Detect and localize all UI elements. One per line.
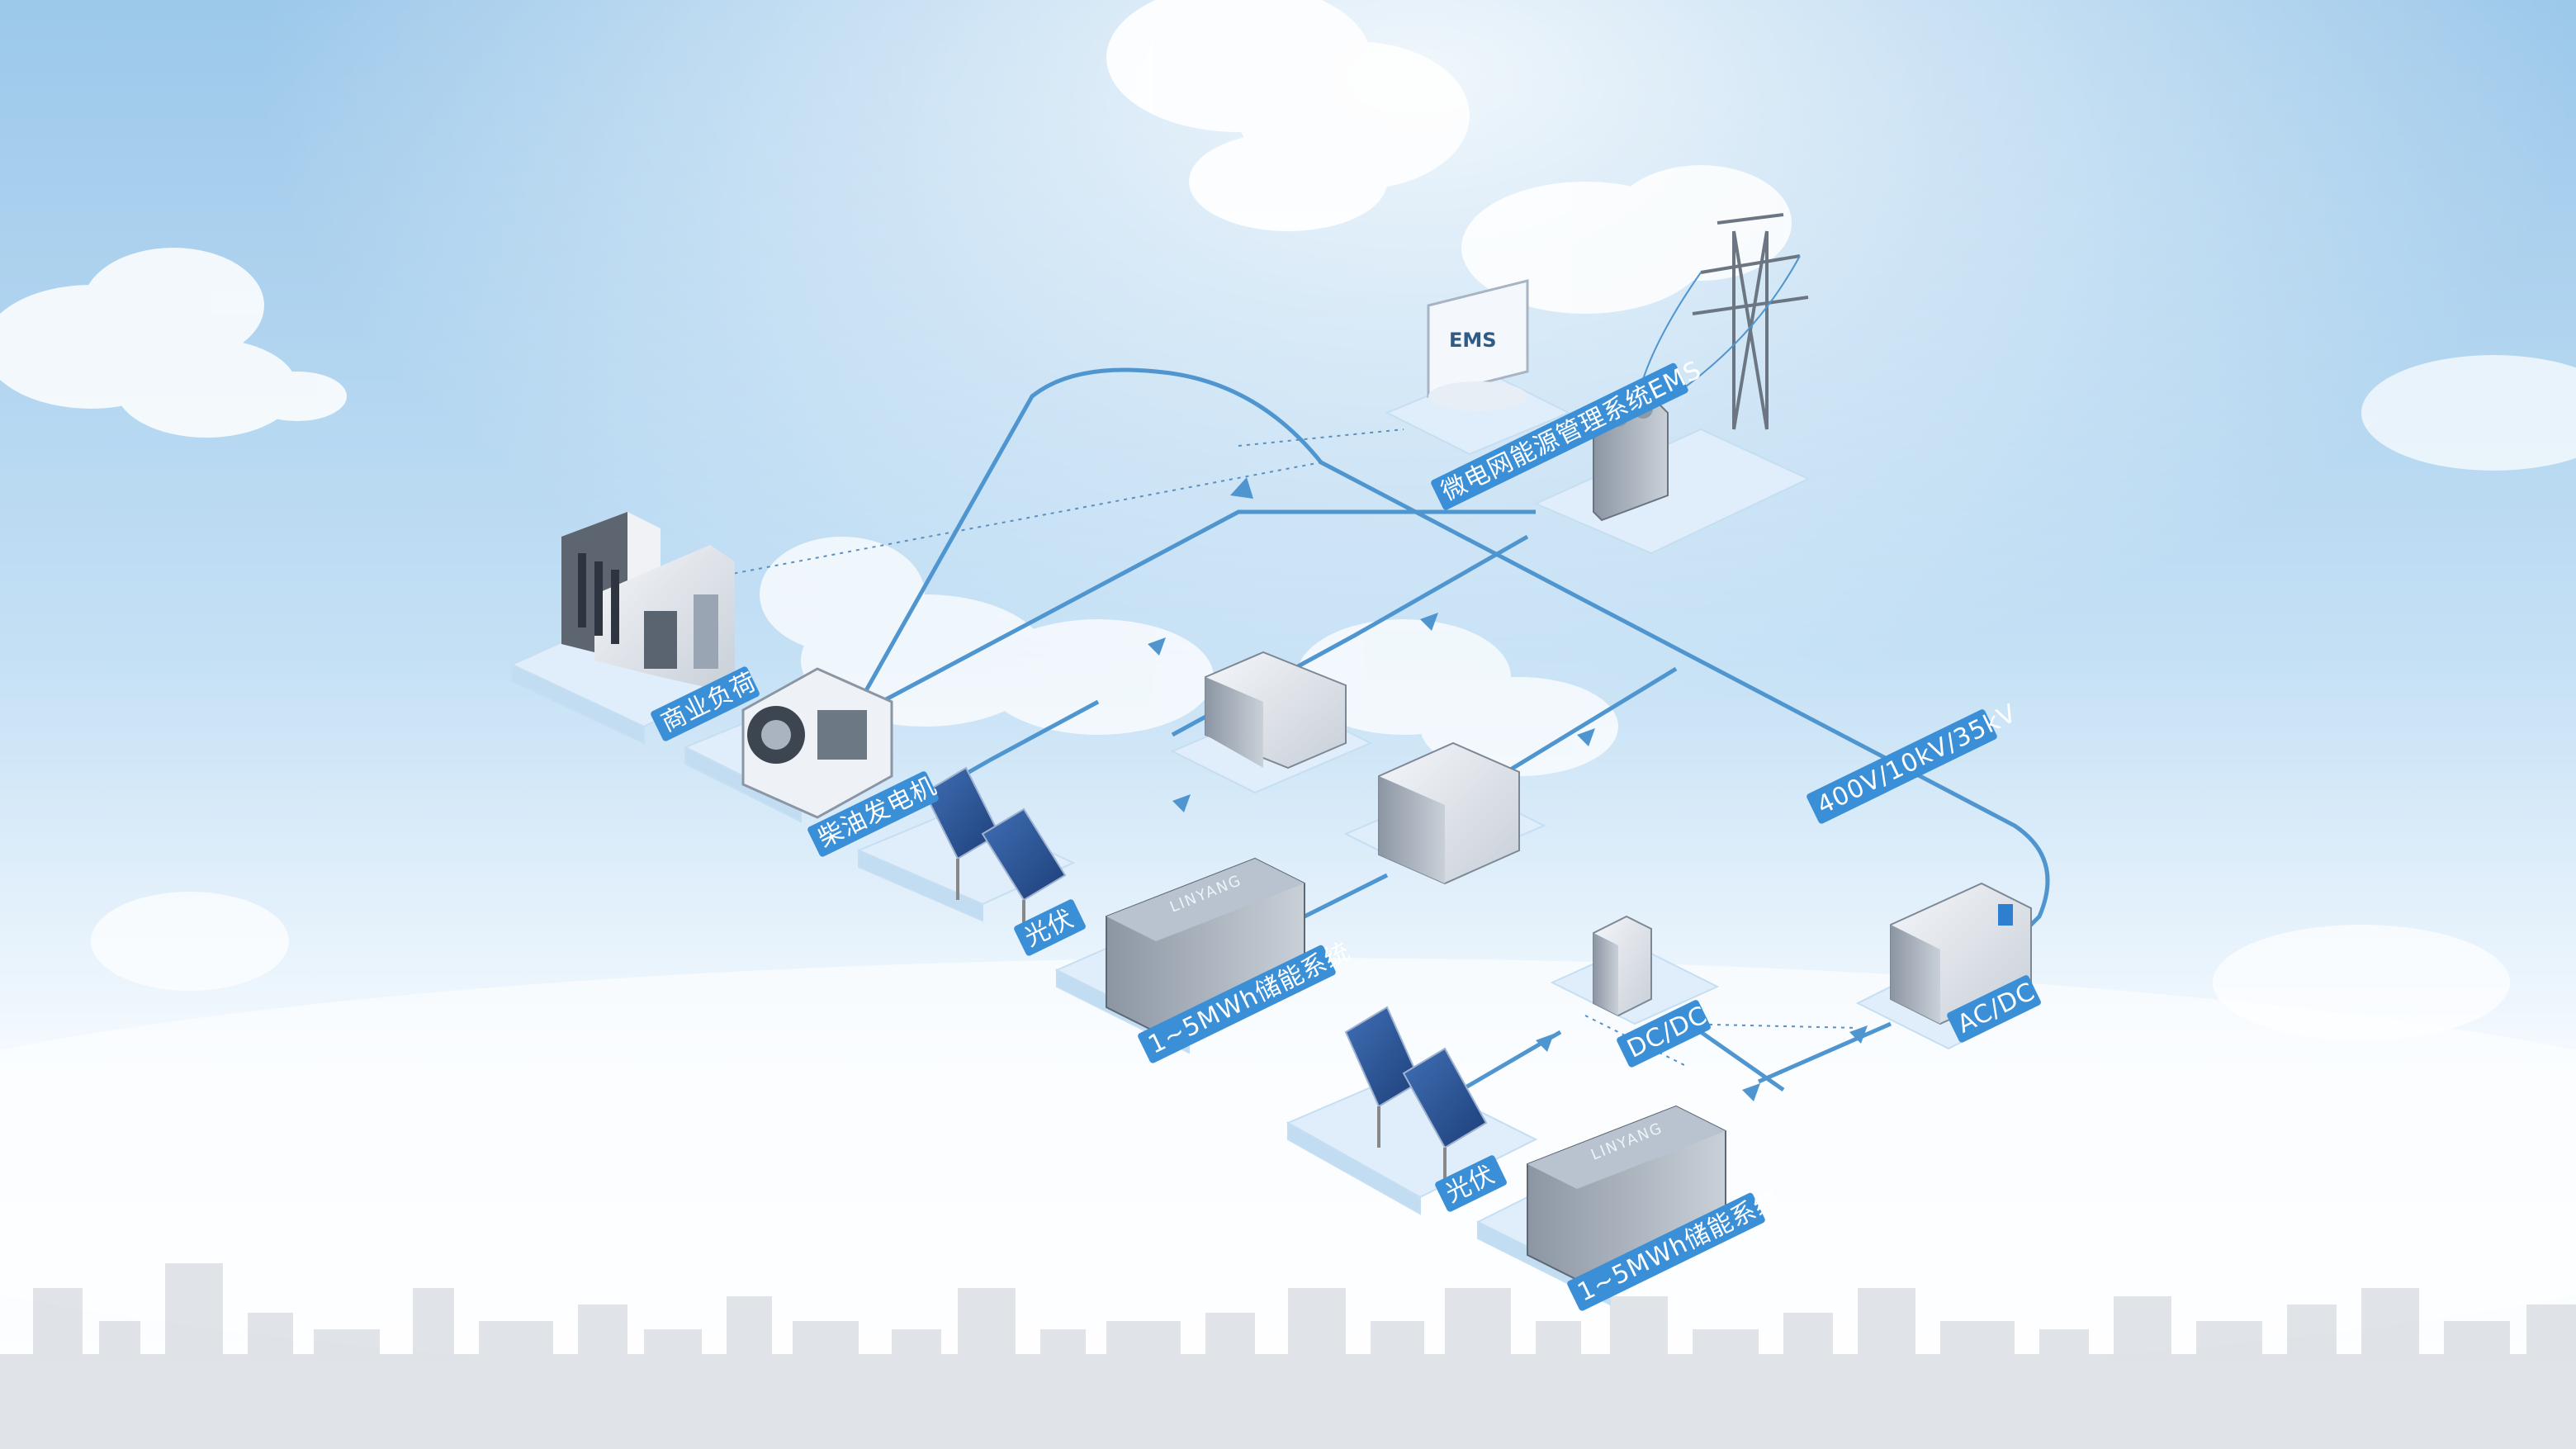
dcdc-unit xyxy=(1593,915,1652,1017)
pcs-to-bus-line xyxy=(1485,666,1678,787)
commercial-building xyxy=(561,512,735,694)
solar-panel-1 xyxy=(923,766,1067,933)
inverter-unit-1 xyxy=(1205,651,1347,769)
bus-loop-line xyxy=(848,367,2050,943)
acdc-unit xyxy=(1890,882,2032,1025)
diesel-generator xyxy=(741,667,893,819)
pcs-unit xyxy=(1378,741,1520,885)
dcdc-to-acdc-line xyxy=(1757,1021,1892,1084)
connection-lines xyxy=(848,367,2050,1092)
dotted-lines xyxy=(709,429,1859,1066)
dcdc-to-storage2-line xyxy=(1699,1030,1785,1092)
ems-screen-text: EMS xyxy=(1449,329,1497,352)
diesel-to-ems-line xyxy=(849,509,1536,721)
ems-monitor: EMS xyxy=(1427,279,1529,411)
power-tower xyxy=(1634,213,1809,430)
clouds xyxy=(0,0,2576,1387)
solar-panel-2 xyxy=(1344,1006,1488,1181)
city-skyline xyxy=(0,1263,2576,1449)
flow-arrows xyxy=(1148,477,1868,1101)
